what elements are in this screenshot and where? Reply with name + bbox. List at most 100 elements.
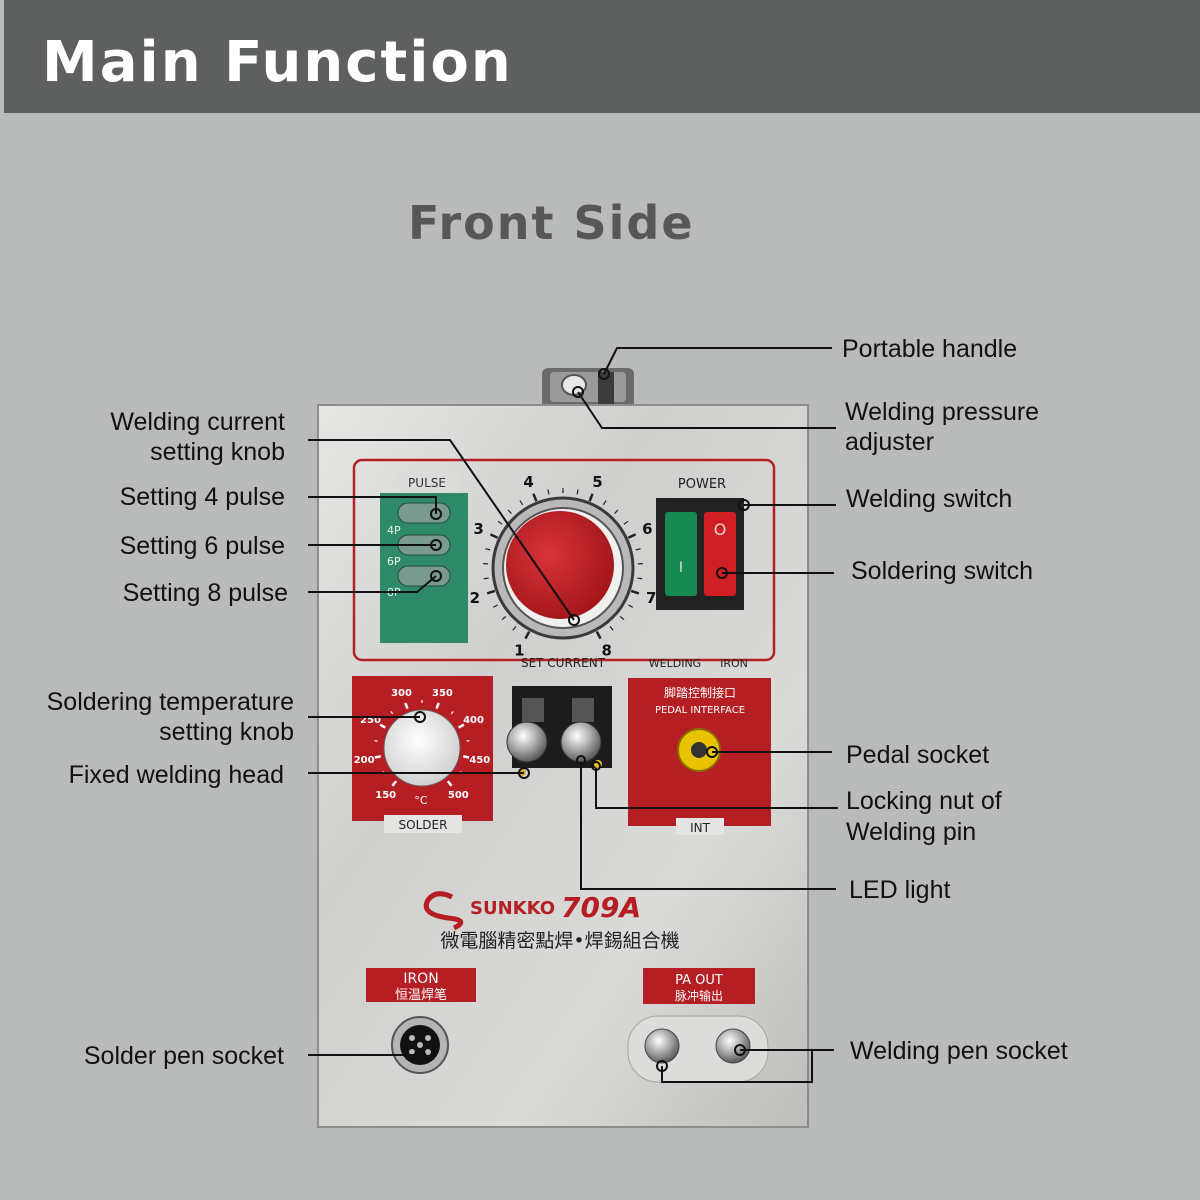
dial-tick (619, 616, 625, 621)
dial-tick (635, 548, 641, 551)
label-locking-nut-1: Locking nut of (846, 787, 1002, 815)
pulse-6p-label: 6P (387, 555, 401, 568)
dial-number: 3 (473, 520, 483, 538)
pulse-8-button[interactable] (397, 565, 451, 587)
label-pedal-socket: Pedal socket (846, 741, 990, 769)
dial-tick (501, 616, 507, 621)
welding-pen-socket-left[interactable] (644, 1028, 680, 1064)
pulse-title: PULSE (408, 476, 446, 490)
dial-number: 300 (391, 688, 412, 699)
solder-temperature-panel: 150 200 250 300 350 400 450 500 °C SOLDER (352, 676, 493, 833)
soldering-switch[interactable] (704, 512, 736, 596)
dial-tick (630, 589, 640, 595)
iron-label: IRON (403, 971, 438, 987)
dial-number: 150 (375, 790, 396, 801)
label-led-light: LED light (849, 876, 951, 904)
dial-number: 400 (463, 715, 484, 726)
dial-tick (493, 604, 498, 608)
label-welding-pressure-2: adjuster (845, 428, 934, 456)
dial-tick (486, 589, 496, 595)
dial-tick (524, 630, 531, 640)
dial-tick (588, 493, 594, 502)
dial-tick (489, 533, 499, 539)
power-label: POWER (678, 477, 726, 492)
welding-label: WELDING (649, 657, 701, 670)
dial-number: 250 (360, 715, 381, 726)
dial-tick (602, 500, 607, 506)
dial-number: 500 (448, 790, 469, 801)
dial-tick (627, 533, 637, 539)
dial-number: 4 (523, 473, 533, 491)
pedal-chinese-label: 脚踏控制接口 (664, 685, 736, 700)
dial-number: 8 (601, 641, 611, 659)
dial-tick (609, 626, 614, 631)
dial-tick (458, 723, 465, 729)
pulse-panel: PULSE 4P 6P 8P (380, 470, 468, 643)
dial-number: 350 (432, 688, 453, 699)
label-welding-switch: Welding switch (846, 485, 1013, 513)
dial-tick (532, 493, 538, 502)
dial-tick (450, 711, 454, 715)
solder-label: SOLDER (399, 818, 448, 832)
pulse-4-button[interactable] (397, 502, 451, 524)
brand-name: SUNKKO (470, 898, 555, 919)
dial-tick (391, 780, 398, 787)
int-label: INT (690, 821, 711, 835)
label-welding-current-2: setting knob (150, 438, 285, 466)
dial-number: 7 (646, 589, 656, 607)
dial-tick (623, 520, 629, 525)
pulse-out-chinese-label: 脉冲输出 (675, 988, 723, 1003)
welding-switch[interactable] (665, 512, 697, 596)
dial-tick (547, 489, 550, 495)
dial-tick (462, 755, 470, 759)
chinese-description: 微電腦精密點焊•焊錫組合機 (440, 930, 679, 952)
dial-number: 450 (469, 755, 490, 766)
dial-number: 1 (514, 641, 524, 659)
header-bar: Main Function (4, 0, 1200, 113)
dial-number: 6 (642, 520, 652, 538)
dial-tick (435, 702, 440, 710)
model-number: 709A (561, 891, 641, 924)
label-soldering-switch: Soldering switch (851, 557, 1034, 585)
dial-number: 200 (354, 755, 375, 766)
dial-tick (446, 780, 453, 787)
iron-switch-label: IRON (720, 657, 748, 670)
portable-handle (542, 368, 634, 408)
welding-pen-socket-right[interactable] (715, 1028, 751, 1064)
temp-numbers: 150 200 250 300 350 400 450 500 (354, 688, 491, 801)
label-portable-handle: Portable handle (842, 335, 1018, 363)
degree-c-label: °C (414, 794, 428, 807)
dial-tick (628, 604, 633, 608)
dial-tick (483, 577, 489, 580)
pa-out-label: PA OUT (675, 973, 723, 988)
power-switch-panel: POWER I O WELDING IRON (649, 477, 748, 670)
label-setting-8-pulse: Setting 8 pulse (122, 579, 288, 607)
pedal-english-label: PEDAL INTERFACE (655, 705, 745, 716)
welding-switch-on-mark: I (679, 560, 683, 576)
page-title: Main Function (42, 30, 513, 95)
iron-socket-panel: IRON 恒温焊笔 (366, 968, 476, 1074)
pulse-output-panel: PA OUT 脉冲输出 (627, 968, 769, 1083)
dial-tick (507, 509, 512, 514)
dial-number: 5 (592, 473, 602, 491)
soldering-temperature-knob[interactable] (383, 709, 461, 787)
soldering-switch-off-mark: O (714, 520, 727, 539)
label-welding-pressure-1: Welding pressure (845, 398, 1040, 426)
dial-tick (512, 626, 517, 631)
label-solder-temp-1: Soldering temperature (46, 688, 294, 716)
label-locking-nut-2: Welding pin (846, 818, 977, 846)
dial-tick (576, 489, 579, 495)
dial-tick (374, 755, 382, 759)
label-solder-temp-2: setting knob (159, 718, 294, 746)
dial-tick (390, 711, 394, 715)
dial-tick (404, 702, 409, 710)
dial-tick (519, 500, 524, 506)
label-setting-4-pulse: Setting 4 pulse (119, 483, 285, 511)
dial-tick (379, 723, 386, 729)
pedal-interface-panel: 脚踏控制接口 PEDAL INTERFACE INT (628, 678, 771, 835)
welding-current-knob[interactable] (506, 511, 614, 619)
dial-tick (637, 577, 643, 580)
